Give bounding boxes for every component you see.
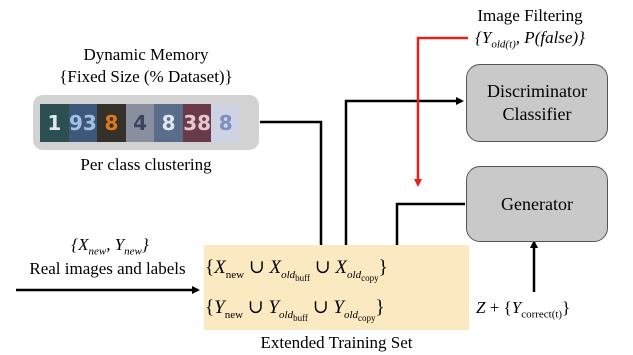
digit-sample-image: 1: [40, 104, 69, 142]
memory-caption: Per class clustering: [80, 155, 212, 174]
generator-input-formula: Z + {Ycorrect(t)}: [476, 298, 571, 321]
real-images-formula: {Xnew, Ynew}: [71, 235, 149, 258]
digit-sample-image: 8: [154, 104, 183, 142]
real-images-label: Real images and labels: [29, 259, 186, 278]
discriminator-label-line1: Discriminator: [487, 81, 587, 101]
generator-box: Generator: [466, 166, 608, 242]
digit-sample-image: 93: [68, 104, 98, 142]
image-filtering-title: Image Filtering: [477, 6, 583, 25]
generator-label: Generator: [501, 193, 573, 214]
dynamic-memory-title: Dynamic Memory: [83, 45, 209, 64]
extended-training-set-box: [204, 245, 469, 330]
discriminator-label-line2: Classifier: [502, 104, 572, 124]
digit-sample-image: 38: [182, 104, 212, 142]
dynamic-memory-subtitle: {Fixed Size (% Dataset)}: [59, 67, 233, 86]
image-filtering-formula: {Yold(t), P(false)}: [475, 28, 585, 51]
memory-digit-samples: 1 93 8 4 8 38 8: [40, 104, 241, 142]
digit-sample-image: 8: [211, 104, 241, 142]
training-to-discriminator-arrow: [344, 97, 464, 247]
image-filtering-arrow: [414, 36, 468, 187]
memory-to-training-arrow: [260, 120, 325, 254]
extended-training-set-caption: Extended Training Set: [260, 333, 413, 352]
discriminator-classifier-box: Discriminator Classifier: [466, 64, 608, 142]
digit-sample-image: 4: [125, 104, 155, 142]
digit-sample-image: 8: [97, 104, 126, 142]
training-set-x-row: {Xnew ∪ Xoldbuff ∪ Xoldcopy}: [205, 257, 388, 283]
training-set-y-row: {Ynew ∪ Yoldbuff ∪ Yoldcopy}: [205, 297, 385, 323]
generator-to-training-arrow: [393, 202, 465, 254]
